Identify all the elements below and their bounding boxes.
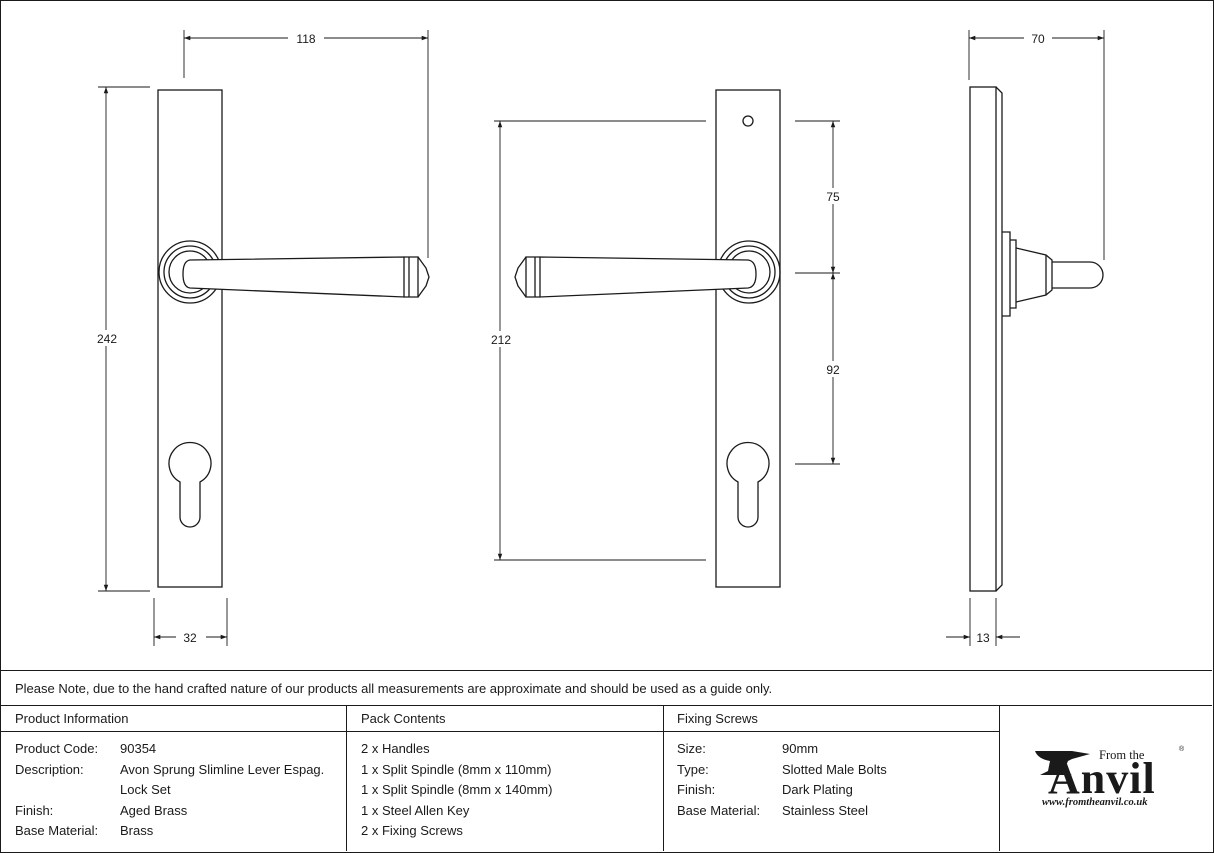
- screw-row: Finish: Dark Plating: [677, 780, 853, 801]
- dim-spindle-to-cylinder: 92: [826, 363, 840, 377]
- technical-drawing: 118 242 32 212 75 92: [96, 30, 1105, 646]
- backplate-back: [715, 89, 781, 588]
- logo-url: www.fromtheanvil.co.uk: [1042, 797, 1148, 808]
- screw-row: Base Material: Stainless Steel: [677, 801, 868, 822]
- pack-item: 1 x Split Spindle (8mm x 140mm): [361, 782, 553, 797]
- logo-from-the: From the: [1099, 748, 1145, 762]
- lever-side: [1052, 261, 1104, 289]
- measurement-note: Please Note, due to the hand crafted nat…: [15, 681, 773, 696]
- dim-hole-to-spindle: 75: [826, 190, 840, 204]
- screw-material-label: Base Material:: [677, 803, 761, 818]
- neck-side: [1015, 247, 1053, 303]
- logo-registered-mark: ®: [1179, 746, 1185, 753]
- screw-type-label: Type:: [677, 762, 709, 777]
- product-info-row: Lock Set: [15, 780, 171, 801]
- column-divider-1: [346, 705, 347, 851]
- lever-collar-back: [525, 256, 540, 298]
- product-info-row: Base Material: Brass: [15, 821, 153, 842]
- description-value: Avon Sprung Slimline Lever Espag.: [120, 762, 325, 777]
- column-divider-3: [999, 705, 1000, 851]
- dim-fixing-centres: 212: [491, 333, 511, 347]
- rose-side: [1002, 231, 1017, 317]
- finish-label: Finish:: [15, 803, 54, 818]
- description-label: Description:: [15, 762, 84, 777]
- back-dimensions: [494, 120, 840, 561]
- description-value-cont: Lock Set: [120, 782, 171, 797]
- product-code-value: 90354: [120, 741, 157, 756]
- table-top-rule: [0, 670, 1212, 671]
- dim-plate-depth: 13: [976, 631, 990, 645]
- product-info-row: Description: Avon Sprung Slimline Lever E…: [15, 760, 324, 781]
- lever-front: [182, 256, 405, 298]
- product-info-row: Finish: Aged Brass: [15, 801, 187, 822]
- back-view: [514, 89, 781, 588]
- euro-cylinder-back: [726, 441, 770, 528]
- product-code-label: Product Code:: [15, 741, 99, 756]
- front-view: [157, 89, 430, 588]
- screw-type-value: Slotted Male Bolts: [782, 762, 887, 777]
- front-dimensions: [98, 30, 429, 646]
- product-info-row: Product Code: 90354: [15, 739, 156, 760]
- euro-cylinder-front: [168, 441, 212, 528]
- from-the-anvil-logo: From the ® Anvil www.fromtheanvil.co.uk: [1032, 745, 1192, 815]
- backplate-side-bevel: [995, 86, 1003, 592]
- fixing-screws-heading: Fixing Screws: [677, 711, 758, 726]
- dim-projection: 70: [1031, 32, 1045, 46]
- lever-tip-front: [417, 256, 430, 298]
- dim-plate-height: 242: [97, 332, 117, 346]
- screw-finish-value: Dark Plating: [782, 782, 853, 797]
- fixing-hole: [742, 115, 754, 127]
- logo-brand: Anvil: [1048, 754, 1156, 803]
- product-information-heading: Product Information: [15, 711, 129, 726]
- pack-item: 2 x Fixing Screws: [361, 823, 463, 838]
- finish-value: Aged Brass: [120, 803, 188, 818]
- screw-size-value: 90mm: [782, 741, 819, 756]
- base-material-label: Base Material:: [15, 823, 99, 838]
- lever-tip-back: [514, 256, 527, 298]
- dim-overall-width: 118: [296, 32, 315, 46]
- heading-rule: [0, 731, 999, 732]
- screw-finish-label: Finish:: [677, 782, 716, 797]
- screw-size-label: Size:: [677, 741, 706, 756]
- pack-item: 1 x Steel Allen Key: [361, 803, 470, 818]
- lever-collar-front: [404, 256, 419, 298]
- screw-material-value: Stainless Steel: [782, 803, 868, 818]
- dim-plate-width: 32: [183, 631, 197, 645]
- column-divider-2: [663, 705, 664, 851]
- lever-back: [539, 256, 757, 298]
- side-view: [969, 86, 1104, 592]
- note-rule: [0, 705, 1212, 706]
- screw-row: Size: 90mm: [677, 739, 818, 760]
- screw-row: Type: Slotted Male Bolts: [677, 760, 887, 781]
- pack-item: 2 x Handles: [361, 741, 430, 756]
- pack-contents-heading: Pack Contents: [361, 711, 446, 726]
- base-material-value: Brass: [120, 823, 154, 838]
- anvil-icon: [1035, 751, 1090, 775]
- backplate-front: [157, 89, 223, 588]
- backplate-side: [969, 86, 997, 592]
- pack-item: 1 x Split Spindle (8mm x 110mm): [361, 762, 552, 777]
